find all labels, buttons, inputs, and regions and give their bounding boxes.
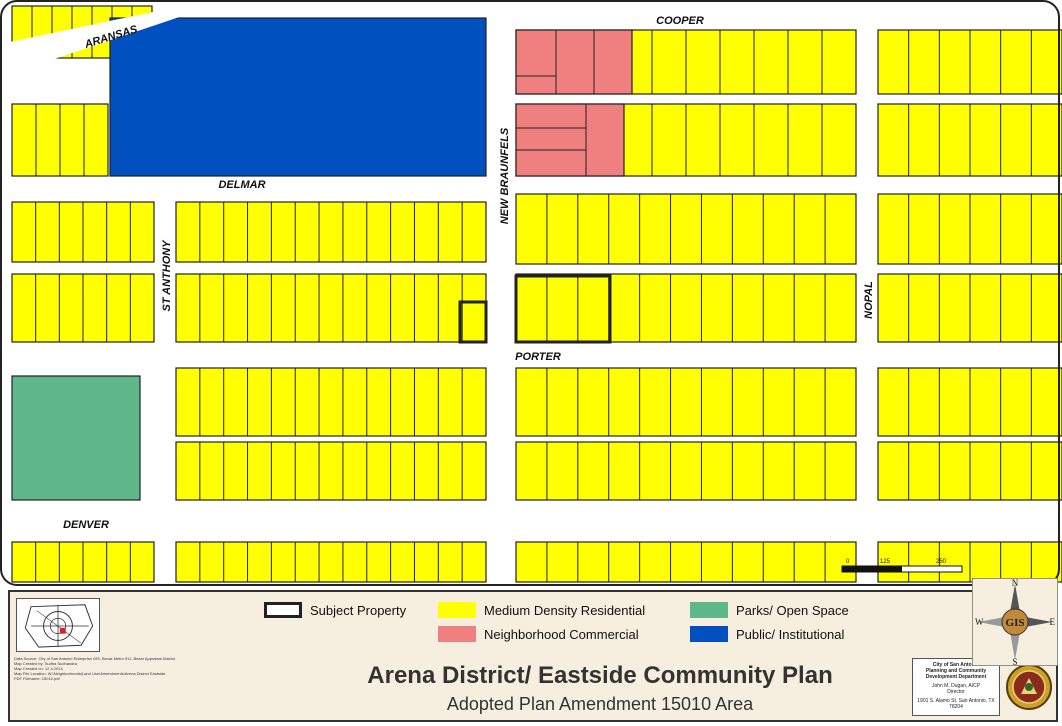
legend-panel: [8, 590, 1058, 722]
parcel-block: [175, 541, 487, 583]
legend-residential-label: Medium Density Residential: [484, 602, 646, 618]
compass-rose-icon: GIS N S E W: [972, 578, 1058, 666]
street-label-denver: DENVER: [63, 519, 109, 531]
scale-label: 250: [936, 559, 947, 565]
locator-inset-map-icon: [16, 598, 100, 652]
park-parcel: [11, 375, 141, 501]
legend-parks-open-space: Parks/ Open Space: [690, 602, 849, 618]
commercial-parcel: [515, 29, 633, 95]
credit-created-by: Map Created by: Sudha Sudhandra: [14, 661, 77, 666]
department-block: City of San Antonio Planning and Communi…: [912, 658, 1000, 716]
dept-director-name: John M. Dugan, AICP: [931, 683, 981, 689]
legend-commercial-label: Neighborhood Commercial: [484, 626, 639, 642]
subject-property-swatch: [264, 602, 302, 618]
credit-data-source: Data Source: City of San Antonio Enterpr…: [14, 656, 175, 661]
legend-parks-label: Parks/ Open Space: [736, 602, 849, 618]
parcel-block: [175, 367, 487, 437]
parcel-block: [515, 367, 857, 437]
aransas-street: [0, 0, 230, 74]
street-label-porter: PORTER: [515, 351, 561, 363]
west-label: W: [975, 617, 984, 627]
legend-medium-density-residential: Medium Density Residential: [438, 602, 645, 618]
dept-director-title: Director: [947, 689, 965, 695]
residential-swatch: [438, 602, 476, 618]
east-label: E: [1050, 617, 1056, 627]
parcel-block: [515, 441, 857, 501]
institutional-swatch: [690, 626, 728, 642]
parcel-block: [515, 541, 857, 583]
parcel-block: [515, 193, 857, 265]
south-label: S: [1012, 657, 1017, 666]
dept-address: 1901 S. Alamo St. San Antonio, TX 78204: [917, 698, 995, 710]
institutional-parcel: [109, 17, 487, 177]
scale-label: 0: [846, 559, 850, 565]
commercial-parcel: [515, 103, 625, 177]
legend-subject-property-label: Subject Property: [310, 602, 407, 618]
legend-subject-property: Subject Property: [264, 602, 406, 618]
street-label-new-braunfels: NEW BRAUNFELS: [499, 127, 511, 224]
street-label-st-anthony: ST ANTHONY: [161, 239, 173, 312]
street-label-cooper: COOPER: [656, 15, 704, 27]
dept-name: Planning and Community Development Depar…: [925, 668, 987, 680]
credit-created-on: Map Created on: 12.4.2014: [14, 666, 63, 671]
parks-swatch: [690, 602, 728, 618]
legend-public-institutional: Public/ Institutional: [690, 626, 844, 642]
street-label-nopal: NOPAL: [863, 281, 875, 319]
scale-bar-segment: [842, 566, 902, 572]
map-frame: [0, 0, 1060, 586]
subject-property-outline: [458, 300, 488, 344]
map-title: Arena District/ Eastside Community Plan: [367, 662, 833, 689]
city-seal-icon: [1006, 664, 1052, 710]
legend-neighborhood-commercial: Neighborhood Commercial: [438, 626, 639, 642]
parcel-block: [175, 273, 487, 343]
credit-pdf-filename: PDF Filename: 15010.pdf: [14, 676, 60, 681]
legend-institutional-label: Public/ Institutional: [736, 626, 845, 642]
parcel-block: [175, 441, 487, 501]
subject-property-outline: [514, 274, 612, 344]
commercial-swatch: [438, 626, 476, 642]
map-credits: Data Source: City of San Antonio Enterpr…: [14, 656, 304, 681]
parcel-block: [175, 201, 487, 263]
svg-text:GIS: GIS: [1006, 617, 1025, 629]
dept-city: City of San Antonio: [932, 662, 980, 668]
scale-label: 125: [880, 559, 891, 565]
parcel-block: [515, 273, 857, 343]
north-label: N: [1012, 578, 1019, 588]
street-label-delmar: DELMAR: [218, 179, 265, 191]
credit-file-location: Map File Location: W:\Neighborhoods\Land…: [14, 671, 166, 676]
map-subtitle: Adopted Plan Amendment 15010 Area: [446, 694, 754, 714]
